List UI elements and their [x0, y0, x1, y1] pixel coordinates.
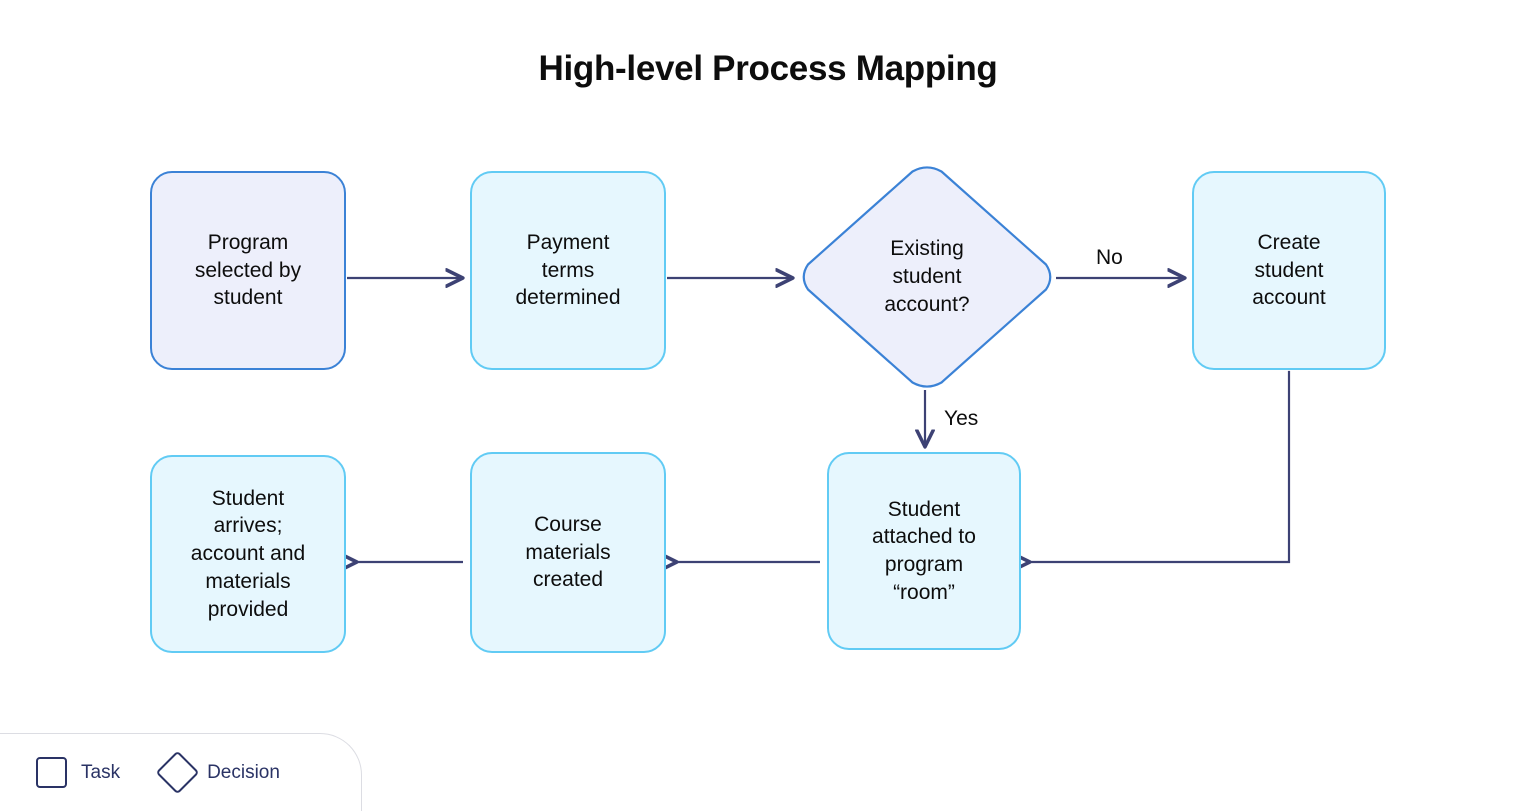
edge-create-to-attached [1029, 370, 1291, 562]
node-course-materials-label: Course materials created [525, 512, 611, 592]
node-existing-student-account[interactable]: Existing student account? [800, 166, 1054, 388]
decision-diamond-icon [155, 750, 200, 795]
node-create-student-account-label: Create student account [1252, 230, 1326, 310]
task-square-icon [36, 757, 67, 788]
node-student-arrives-label: Student arrives; account and materials p… [190, 486, 306, 621]
node-student-attached-label: Student attached to program “room” [872, 497, 976, 604]
node-student-attached[interactable]: Student attached to program “room” [827, 452, 1021, 650]
decision-diamond-shape [802, 166, 1052, 388]
legend-item-task-label: Task [81, 761, 121, 783]
node-payment-terms-label: Payment terms determined [515, 230, 621, 310]
node-program-selected[interactable]: Program selected by student [150, 171, 346, 370]
legend-item-decision: Decision [155, 750, 280, 795]
edge-label-yes: Yes [944, 407, 979, 430]
node-student-arrives[interactable]: Student arrives; account and materials p… [150, 455, 346, 653]
page-title: High-level Process Mapping [538, 49, 998, 88]
node-course-materials[interactable]: Course materials created [470, 452, 666, 653]
node-payment-terms[interactable]: Payment terms determined [470, 171, 666, 370]
node-program-selected-label: Program selected by student [194, 230, 302, 310]
legend-panel: Task Decision [0, 733, 362, 811]
legend-item-task: Task [36, 757, 120, 788]
edge-label-no: No [1096, 246, 1123, 269]
node-existing-student-account-label: Existing student account? [884, 237, 970, 316]
node-create-student-account[interactable]: Create student account [1192, 171, 1386, 370]
legend-item-decision-label: Decision [207, 761, 280, 783]
